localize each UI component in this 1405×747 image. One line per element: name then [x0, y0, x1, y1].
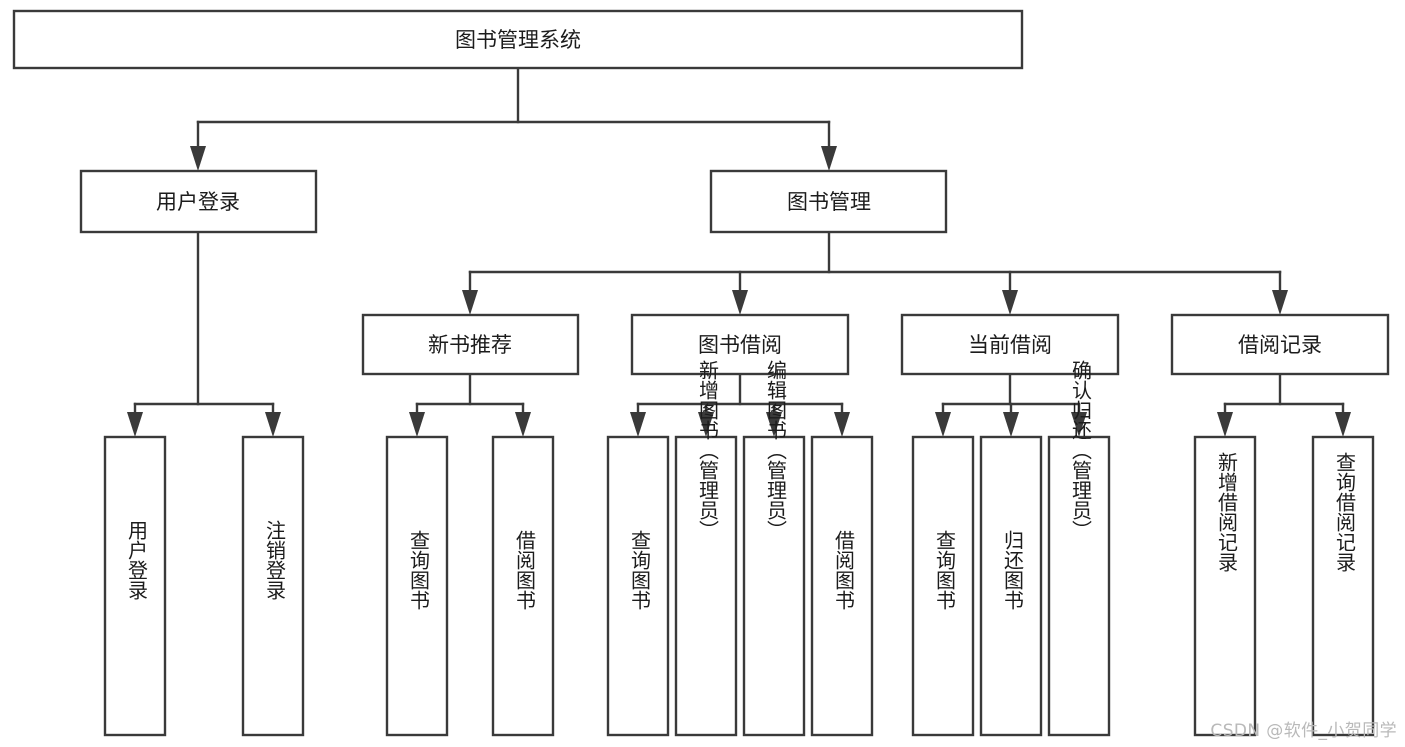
- arrow-head-borrow-record: [1272, 290, 1288, 315]
- leaf-cb-query-box[interactable]: [911, 435, 975, 737]
- connector-group-user-login: [127, 230, 281, 437]
- arrow-head-leaf-bb-2: [698, 412, 714, 437]
- leaf-user-login-label: 用户登录: [125, 520, 149, 600]
- leaf-node[interactable]: 确认归还（管理员）: [1047, 360, 1111, 737]
- node-book-manage-label: 图书管理: [787, 190, 871, 214]
- node-root[interactable]: 图书管理系统: [12, 9, 1024, 70]
- node-book-borrow[interactable]: 图书借阅: [630, 313, 850, 376]
- leaf-node[interactable]: 注销登录: [241, 435, 305, 737]
- leaf-cb-query-label: 查询图书: [933, 530, 957, 610]
- arrow-head-leaf-nbr-2: [515, 412, 531, 437]
- arrow-head-leaf-cb-2: [1003, 412, 1019, 437]
- connector-group-root: [190, 66, 837, 171]
- node-current-borrow[interactable]: 当前借阅: [900, 313, 1120, 376]
- arrow-head-book-borrow: [732, 290, 748, 315]
- leaf-logout-label: 注销登录: [263, 520, 287, 600]
- leaf-node[interactable]: 查询图书: [385, 435, 449, 737]
- connector-group-book-manage: [462, 230, 1288, 315]
- leaf-node[interactable]: 查询图书: [606, 435, 670, 737]
- leaf-node[interactable]: 归还图书: [979, 435, 1043, 737]
- leaf-node[interactable]: 新增图书（管理员）: [674, 360, 738, 737]
- node-current-borrow-label: 当前借阅: [968, 333, 1052, 357]
- leaf-node[interactable]: 编辑图书（管理员）: [742, 360, 806, 737]
- node-root-box[interactable]: [12, 9, 1024, 70]
- leaf-cb-return-label: 归还图书: [1001, 530, 1025, 610]
- leaf-br-add-box[interactable]: [1193, 435, 1257, 737]
- node-book-manage[interactable]: 图书管理: [709, 169, 948, 234]
- leaf-node[interactable]: 用户登录: [103, 435, 167, 737]
- leaf-bb-add-label: 新增图书（管理员）: [696, 360, 720, 540]
- connector-group-book-borrow: [630, 372, 850, 437]
- node-book-borrow-box[interactable]: [630, 313, 850, 376]
- arrow-head-leaf-user-login-2: [265, 412, 281, 437]
- leaf-br-query-label: 查询借阅记录: [1333, 452, 1357, 572]
- leaf-nbr-query-box[interactable]: [385, 435, 449, 737]
- node-new-book-recommend-label: 新书推荐: [428, 333, 512, 357]
- leaf-node[interactable]: 新增借阅记录: [1193, 435, 1257, 737]
- arrow-head-new-book-recommend: [462, 290, 478, 315]
- node-new-book-recommend[interactable]: 新书推荐: [361, 313, 580, 376]
- arrow-head-leaf-br-1: [1217, 412, 1233, 437]
- arrow-head-book-manage: [821, 146, 837, 171]
- leaf-node[interactable]: 借阅图书: [810, 435, 874, 737]
- node-user-login-label: 用户登录: [156, 190, 240, 214]
- connector-group-current-borrow: [935, 372, 1087, 437]
- arrow-head-leaf-bb-1: [630, 412, 646, 437]
- leaf-nbr-borrow-box[interactable]: [491, 435, 555, 737]
- node-user-login[interactable]: 用户登录: [79, 169, 318, 234]
- arrow-head-user-login: [190, 146, 206, 171]
- arrow-head-leaf-bb-4: [834, 412, 850, 437]
- node-borrow-record-box[interactable]: [1170, 313, 1390, 376]
- arrow-head-leaf-bb-3: [766, 412, 782, 437]
- node-new-book-recommend-box[interactable]: [361, 313, 580, 376]
- leaf-br-add-label: 新增借阅记录: [1215, 452, 1239, 572]
- leaf-bb-query-box[interactable]: [606, 435, 670, 737]
- arrow-head-leaf-user-login-1: [127, 412, 143, 437]
- leaf-bb-edit-box[interactable]: [742, 435, 806, 737]
- leaf-logout-box[interactable]: [241, 435, 305, 737]
- node-book-manage-box[interactable]: [709, 169, 948, 234]
- leaf-cb-confirm-label: 确认归还（管理员）: [1069, 360, 1093, 540]
- leaf-bb-edit-label: 编辑图书（管理员）: [764, 360, 788, 540]
- leaf-node[interactable]: 借阅图书: [491, 435, 555, 737]
- leaf-bb-borrow-label: 借阅图书: [832, 530, 856, 610]
- node-book-borrow-label: 图书借阅: [698, 333, 782, 357]
- leaf-bb-borrow-box[interactable]: [810, 435, 874, 737]
- arrow-head-leaf-nbr-1: [409, 412, 425, 437]
- leaf-node[interactable]: 查询图书: [911, 435, 975, 737]
- leaf-cb-confirm-box[interactable]: [1047, 435, 1111, 737]
- leaf-bb-add-box[interactable]: [674, 435, 738, 737]
- node-root-label: 图书管理系统: [455, 28, 581, 52]
- node-user-login-box[interactable]: [79, 169, 318, 234]
- arrow-head-leaf-cb-3: [1071, 412, 1087, 437]
- leaf-node[interactable]: 查询借阅记录: [1311, 435, 1375, 737]
- arrow-head-leaf-br-2: [1335, 412, 1351, 437]
- arrow-head-leaf-cb-1: [935, 412, 951, 437]
- leaf-user-login-box[interactable]: [103, 435, 167, 737]
- connector-group-borrow-record: [1217, 372, 1351, 437]
- leaf-nbr-borrow-label: 借阅图书: [513, 530, 537, 610]
- node-current-borrow-box[interactable]: [900, 313, 1120, 376]
- arrow-head-current-borrow: [1002, 290, 1018, 315]
- leaf-bb-query-label: 查询图书: [628, 530, 652, 610]
- node-borrow-record-label: 借阅记录: [1238, 333, 1322, 357]
- leaf-cb-return-box[interactable]: [979, 435, 1043, 737]
- leaf-nbr-query-label: 查询图书: [407, 530, 431, 610]
- leaf-br-query-box[interactable]: [1311, 435, 1375, 737]
- connector-group-new-book-recommend: [409, 372, 531, 437]
- node-borrow-record[interactable]: 借阅记录: [1170, 313, 1390, 376]
